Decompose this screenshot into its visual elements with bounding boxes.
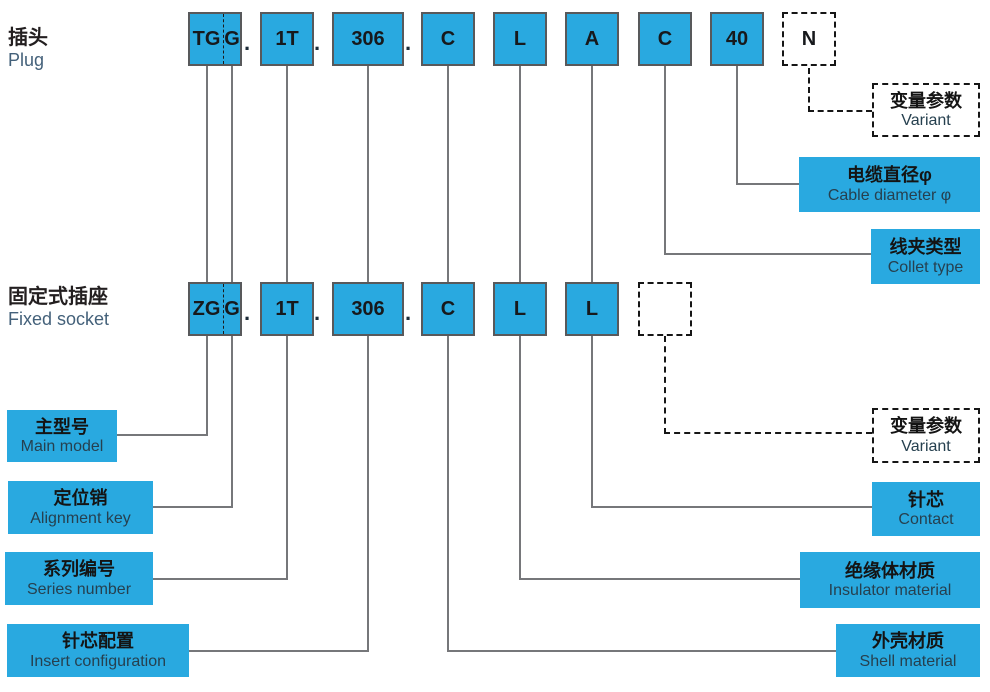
label-cable-diameter: 电缆直径φ Cable diameter φ xyxy=(799,157,980,212)
connector-cable-horizontal xyxy=(736,183,799,185)
socket-code-insert: 306 xyxy=(332,282,404,336)
connector-main-lower xyxy=(206,336,208,436)
connector-variant-plug-vertical xyxy=(808,68,810,112)
connector-main-horizontal xyxy=(117,434,208,436)
label-shell-material-zh: 外壳材质 xyxy=(872,631,944,652)
socket-code-insulator: L xyxy=(493,282,547,336)
connector-variant-socket-vertical xyxy=(664,336,666,434)
plug-code-cable: 40 xyxy=(710,12,764,66)
connector-series-horizontal xyxy=(153,578,288,580)
separator-dot: . xyxy=(314,300,321,325)
label-main-model-en: Main model xyxy=(20,438,104,456)
socket-header-en: Fixed socket xyxy=(8,309,110,329)
socket-code-main-key-box: ZG G xyxy=(188,282,242,336)
socket-code-series: 1T xyxy=(260,282,314,336)
plug-header-en: Plug xyxy=(8,50,45,70)
socket-header-zh: 固定式插座 xyxy=(8,286,108,308)
label-contact-zh: 针芯 xyxy=(908,489,944,510)
connector-insert-upper xyxy=(367,66,369,282)
separator-dot: . xyxy=(244,30,251,55)
label-variant-plug-en: Variant xyxy=(901,112,951,130)
socket-code-main: ZG xyxy=(192,297,221,320)
socket-header: 固定式插座 Fixed socket xyxy=(8,285,109,331)
label-contact-en: Contact xyxy=(898,511,954,529)
connector-collet-horizontal xyxy=(664,253,871,255)
socket-code-key: G xyxy=(224,297,240,320)
plug-code-series: 1T xyxy=(260,12,314,66)
connector-key-upper xyxy=(231,66,233,282)
label-insulator-material: 绝缘体材质 Insulator material xyxy=(800,552,980,608)
label-insert-configuration-zh: 针芯配置 xyxy=(62,631,134,652)
plug-code-main-key-box: TG G xyxy=(188,12,242,66)
plug-code-variant-box: N xyxy=(782,12,836,66)
connector-cable-vertical xyxy=(736,66,738,185)
connector-insert-horizontal xyxy=(189,650,369,652)
connector-series-lower xyxy=(286,336,288,580)
label-insulator-material-en: Insulator material xyxy=(828,582,952,600)
connector-insert-lower xyxy=(367,336,369,652)
connector-contact-upper xyxy=(591,66,593,282)
plug-code-insert: 306 xyxy=(332,12,404,66)
connector-shell-upper xyxy=(447,66,449,282)
label-alignment-key: 定位销 Alignment key xyxy=(8,481,153,534)
connector-key-horizontal xyxy=(153,506,233,508)
connector-main-upper xyxy=(206,66,208,282)
label-collet-type: 线夹类型 Collet type xyxy=(871,229,980,284)
label-collet-type-en: Collet type xyxy=(887,258,964,276)
connector-shell-lower xyxy=(447,336,449,652)
label-main-model-zh: 主型号 xyxy=(35,416,89,437)
label-series-number: 系列编号 Series number xyxy=(5,552,153,605)
connector-insulator-upper xyxy=(519,66,521,282)
connector-insulator-horizontal xyxy=(519,578,800,580)
connector-insulator-lower xyxy=(519,336,521,580)
plug-code-collet: C xyxy=(638,12,692,66)
label-alignment-key-zh: 定位销 xyxy=(53,488,108,509)
connector-variant-socket-horizontal xyxy=(664,432,872,434)
connector-contact-horizontal xyxy=(591,506,872,508)
label-shell-material: 外壳材质 Shell material xyxy=(836,624,980,677)
label-insulator-material-zh: 绝缘体材质 xyxy=(845,560,935,581)
plug-code-insulator: L xyxy=(493,12,547,66)
plug-code-main: TG xyxy=(192,27,221,50)
label-alignment-key-en: Alignment key xyxy=(30,509,131,527)
connector-series-upper xyxy=(286,66,288,282)
plug-code-shell: C xyxy=(421,12,475,66)
plug-header-zh: 插头 xyxy=(8,27,48,49)
label-variant-socket: 变量参数 Variant xyxy=(872,408,980,463)
label-variant-plug-zh: 变量参数 xyxy=(890,90,962,111)
connector-variant-plug-horizontal xyxy=(808,110,872,112)
label-collet-type-zh: 线夹类型 xyxy=(889,237,962,258)
label-variant-socket-zh: 变量参数 xyxy=(890,416,962,437)
label-insert-configuration-en: Insert configuration xyxy=(29,652,167,670)
label-contact: 针芯 Contact xyxy=(872,482,980,536)
label-series-number-zh: 系列编号 xyxy=(43,559,115,580)
label-main-model: 主型号 Main model xyxy=(7,410,117,462)
socket-code-variant-box xyxy=(638,282,692,336)
separator-dot: . xyxy=(405,300,412,325)
separator-dot: . xyxy=(405,30,412,55)
connector-collet-vertical xyxy=(664,66,666,255)
label-cable-diameter-zh: 电缆直径φ xyxy=(847,165,932,186)
label-series-number-en: Series number xyxy=(26,580,132,598)
label-variant-socket-en: Variant xyxy=(901,437,951,455)
label-shell-material-en: Shell material xyxy=(859,652,957,670)
key-divider-dashed xyxy=(223,14,224,64)
connector-shell-horizontal xyxy=(447,650,836,652)
connector-key-lower xyxy=(231,336,233,508)
separator-dot: . xyxy=(244,300,251,325)
label-cable-diameter-en: Cable diameter φ xyxy=(827,186,952,204)
plug-header: 插头 Plug xyxy=(8,26,48,72)
socket-code-contact: L xyxy=(565,282,619,336)
label-variant-plug: 变量参数 Variant xyxy=(872,83,980,137)
label-insert-configuration: 针芯配置 Insert configuration xyxy=(7,624,189,677)
key-divider-dashed xyxy=(223,284,224,334)
connector-contact-lower xyxy=(591,336,593,508)
separator-dot: . xyxy=(314,30,321,55)
plug-code-key: G xyxy=(224,27,240,50)
socket-code-shell: C xyxy=(421,282,475,336)
plug-code-contact: A xyxy=(565,12,619,66)
